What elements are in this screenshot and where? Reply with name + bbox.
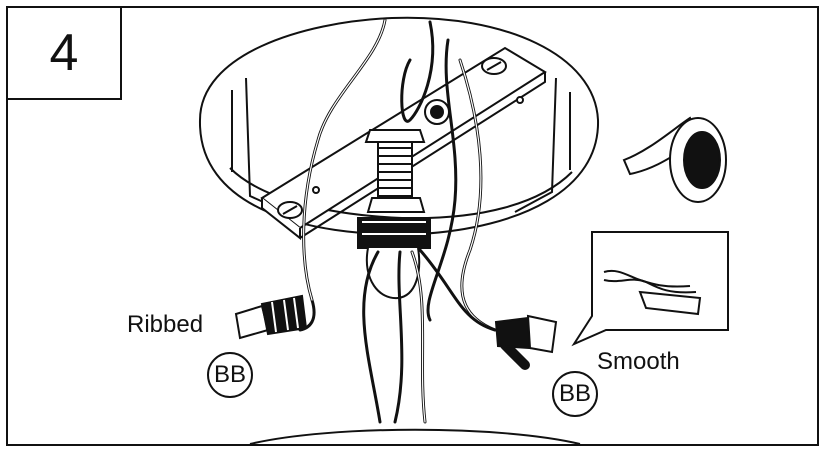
smooth-label: Smooth xyxy=(597,348,680,375)
electrical-tape-icon xyxy=(622,116,727,203)
smooth-wire-connector xyxy=(494,314,558,354)
step-number: 4 xyxy=(6,6,122,100)
ribbed-label: Ribbed xyxy=(127,311,204,338)
twisted-wire-inset-icon xyxy=(571,231,729,347)
shade-arc xyxy=(249,428,581,445)
wires xyxy=(298,18,530,424)
callout-bb-left: BB xyxy=(207,352,253,398)
callout-bb-right: BB xyxy=(552,371,598,417)
ground-screw xyxy=(424,99,450,125)
threaded-nipple xyxy=(357,129,431,300)
ribbed-wire-connector xyxy=(234,294,308,340)
